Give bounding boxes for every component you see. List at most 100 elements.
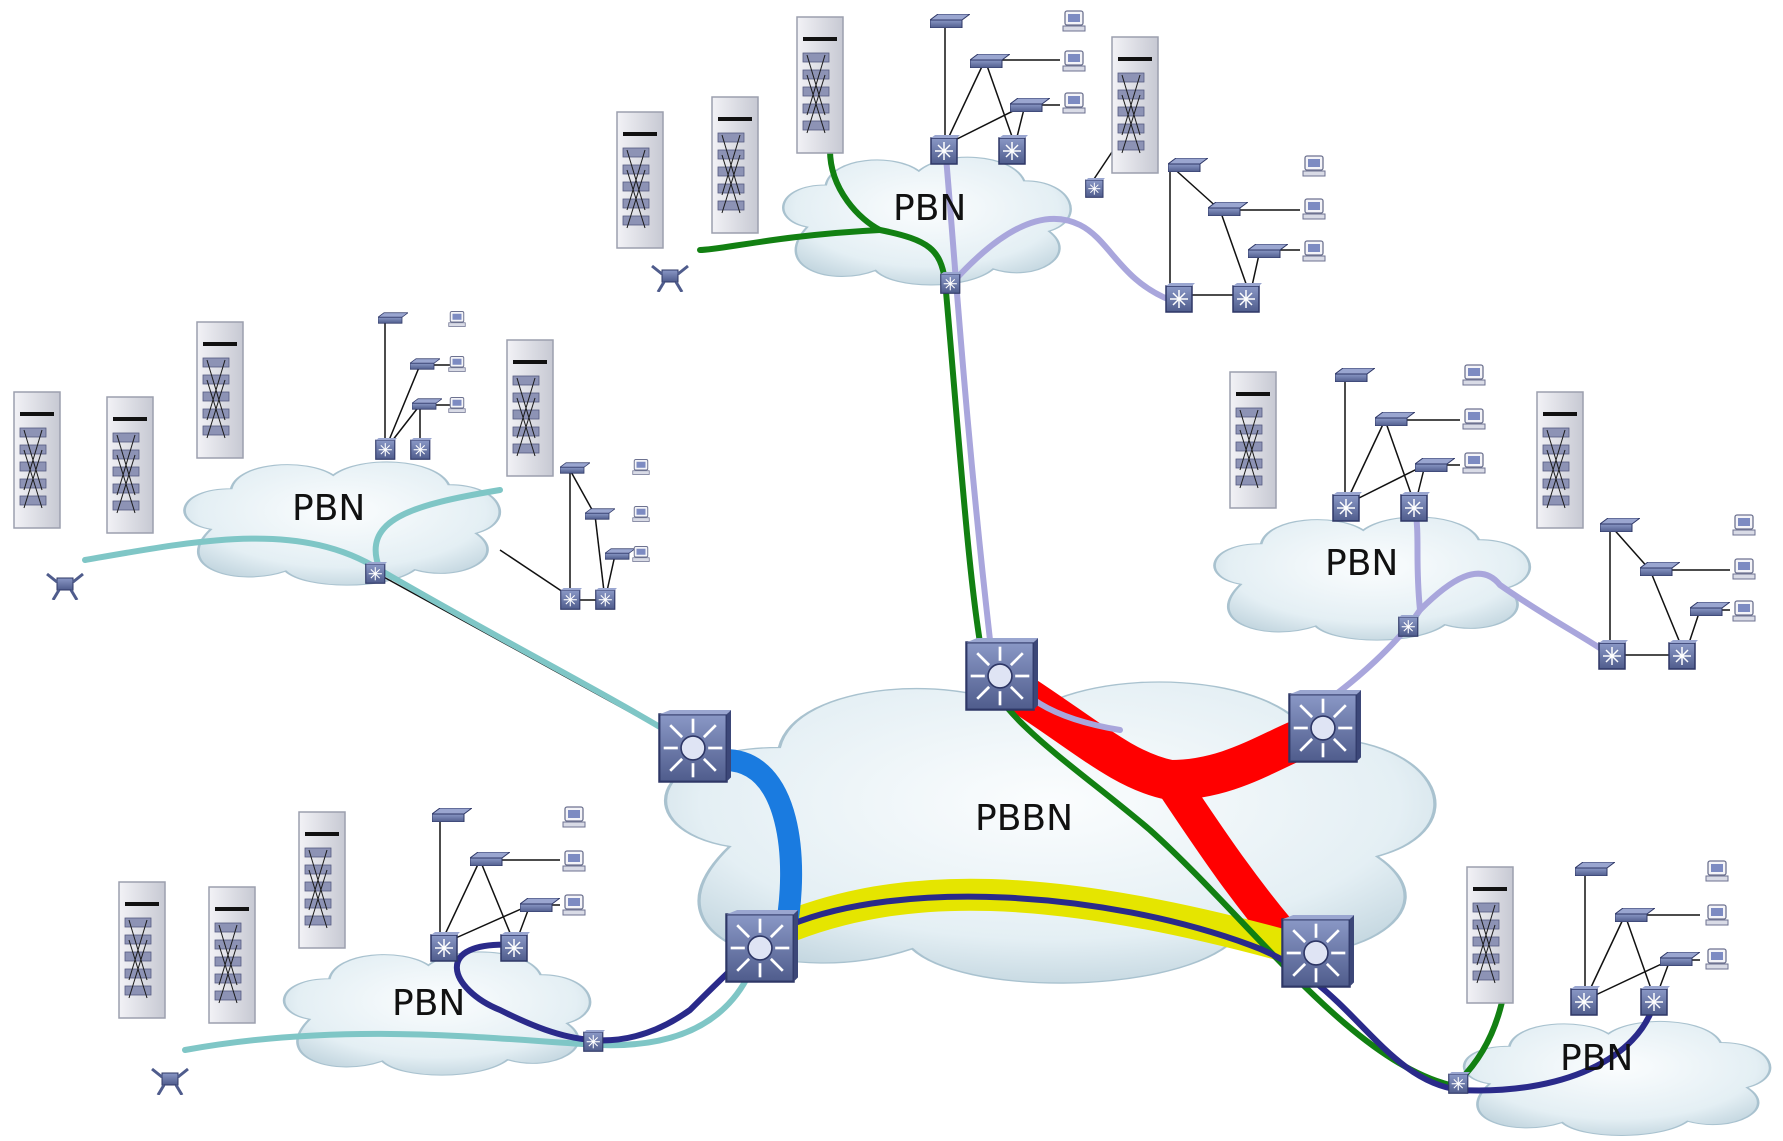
pc-icon xyxy=(1732,514,1756,536)
bottom-right-cloud-label: PBN xyxy=(1560,1038,1633,1079)
switch-icon xyxy=(930,14,970,28)
pc-icon xyxy=(1462,364,1486,386)
pc-icon xyxy=(1302,155,1326,177)
pc-icon xyxy=(1732,600,1756,622)
edge-switch-icon xyxy=(500,932,530,962)
edge-switch-icon xyxy=(365,562,387,584)
edge-switch-icon xyxy=(583,1030,605,1052)
pc-icon xyxy=(448,310,466,328)
pc-icon xyxy=(632,458,650,476)
switch-icon xyxy=(1335,368,1375,382)
pc-icon xyxy=(632,545,650,563)
edge-switch-icon xyxy=(375,438,397,460)
edge-switch-icon xyxy=(1448,1072,1470,1094)
pc-icon xyxy=(1462,452,1486,474)
switch-icon xyxy=(1640,562,1680,576)
backbone-router-icon xyxy=(724,910,798,984)
core-cloud-label: PBBN xyxy=(975,798,1073,839)
server-rack-icon xyxy=(506,339,554,477)
switch-icon xyxy=(378,312,408,324)
pc-icon xyxy=(1462,408,1486,430)
server-rack-icon xyxy=(1111,36,1159,174)
switch-icon xyxy=(412,398,442,410)
server-rack-icon xyxy=(711,96,759,234)
backbone-router-icon xyxy=(1280,915,1354,989)
switch-icon xyxy=(1690,602,1730,616)
edge-switch-icon xyxy=(595,588,617,610)
edge-switch-icon xyxy=(930,135,960,165)
edge-switch-icon xyxy=(1570,986,1600,1016)
switch-icon xyxy=(605,548,635,560)
server-rack-icon xyxy=(196,321,244,459)
server-rack-icon xyxy=(118,881,166,1019)
pc-icon xyxy=(1705,860,1729,882)
server-rack-icon xyxy=(1229,371,1277,509)
lavender-service-path xyxy=(942,142,1123,733)
edge-switch-icon xyxy=(998,135,1028,165)
right-cloud-label: PBN xyxy=(1325,543,1398,584)
pc-icon xyxy=(1302,240,1326,262)
pc-icon xyxy=(562,806,586,828)
pc-icon xyxy=(632,505,650,523)
switch-icon xyxy=(1575,862,1615,876)
switch-icon xyxy=(560,462,590,474)
pc-icon xyxy=(1705,904,1729,926)
edge-switch-icon xyxy=(1598,640,1628,670)
switch-icon xyxy=(1375,412,1415,426)
pc-icon xyxy=(1302,198,1326,220)
switch-icon xyxy=(1168,158,1208,172)
wireless-hub-icon xyxy=(150,1067,190,1095)
edge-switch-icon xyxy=(1668,640,1698,670)
edge-switch-icon xyxy=(1232,283,1262,313)
lavender-service-path-top xyxy=(952,215,1173,303)
edge-switch-icon xyxy=(410,438,432,460)
pc-icon xyxy=(448,355,466,373)
edge-switch-icon xyxy=(1400,492,1430,522)
switch-icon xyxy=(1248,244,1288,258)
switch-icon xyxy=(470,852,510,866)
blue-backbone-trunk xyxy=(714,749,803,946)
pc-icon xyxy=(1062,50,1086,72)
server-rack-icon xyxy=(208,886,256,1024)
server-rack-icon xyxy=(298,811,346,949)
green-service-path xyxy=(697,147,892,253)
pc-icon xyxy=(448,396,466,414)
pc-icon xyxy=(1705,948,1729,970)
left-cloud-label: PBN xyxy=(292,488,365,529)
bottom-left-cloud-label: PBN xyxy=(392,983,465,1024)
wireless-hub-icon xyxy=(650,264,690,292)
wireless-hub-icon xyxy=(45,572,85,600)
server-rack-icon xyxy=(616,111,664,249)
edge-switch-icon xyxy=(1165,283,1195,313)
server-rack-icon xyxy=(1466,866,1514,1004)
lavender-service-path-right xyxy=(1297,570,1613,723)
edge-switch-icon xyxy=(1085,178,1105,198)
switch-icon xyxy=(410,358,440,370)
cyan-service-path-branch xyxy=(372,487,503,573)
switch-icon xyxy=(432,808,472,822)
pc-icon xyxy=(562,894,586,916)
pc-icon xyxy=(1062,92,1086,114)
switch-icon xyxy=(1660,952,1700,966)
edge-switch-icon xyxy=(1640,986,1670,1016)
edge-switch-icon xyxy=(1332,492,1362,522)
server-rack-icon xyxy=(1536,391,1584,529)
switch-icon xyxy=(970,54,1010,68)
switch-icon xyxy=(1600,518,1640,532)
server-rack-icon xyxy=(796,16,844,154)
switch-icon xyxy=(585,508,615,520)
edge-switch-icon xyxy=(560,588,582,610)
server-rack-icon xyxy=(106,396,154,534)
server-rack-icon xyxy=(13,391,61,529)
backbone-router-icon xyxy=(657,710,731,784)
switch-icon xyxy=(1208,202,1248,216)
pc-icon xyxy=(1062,10,1086,32)
edge-switch-icon xyxy=(430,932,460,962)
backbone-router-icon xyxy=(964,638,1038,712)
pc-icon xyxy=(1732,558,1756,580)
backbone-router-icon xyxy=(1287,690,1361,764)
edge-switch-icon xyxy=(940,272,962,294)
top-cloud-label: PBN xyxy=(893,188,966,229)
edge-switch-icon xyxy=(1398,615,1420,637)
